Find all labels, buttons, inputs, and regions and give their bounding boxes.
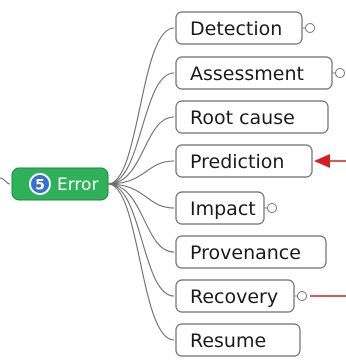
expand-toggle-icon[interactable] [267,203,277,213]
priority-badge-icon [29,173,51,195]
root-node-error[interactable]: 5 Error [11,167,109,201]
branch-lines [0,27,175,341]
branch-line-recovery [107,183,175,297]
branch-line-assessment [107,72,175,185]
branch-line-root-cause [107,116,175,185]
topic-node-box [175,323,301,357]
topic-node-impact[interactable]: Impact [175,191,277,225]
topic-node-recovery[interactable]: Recovery [175,279,307,313]
expand-toggle-icon[interactable] [305,23,315,33]
branch-line-detection [107,27,175,185]
topic-node-prediction[interactable]: Prediction [175,144,313,178]
topic-node-box [175,235,327,269]
relationship-arrowhead-prediction [314,154,330,168]
expand-toggle-icon[interactable] [297,291,307,301]
topic-node-detection[interactable]: Detection [175,11,315,45]
topic-node-label: Recovery [190,286,278,308]
priority-badge-number: 5 [35,178,45,194]
topic-node-label: Prediction [190,151,284,173]
topic-node-label: Root cause [190,107,295,129]
topic-node-box [175,144,313,178]
topic-node-resume[interactable]: Resume [175,323,301,357]
parent-branch-stub [0,177,11,185]
relationship-lines [310,154,346,297]
branch-line-impact [107,183,175,209]
expand-toggle-icon[interactable] [335,68,345,78]
root-node-label: Error [57,175,98,195]
topic-node-label: Provenance [190,242,301,264]
topic-node-label: Assessment [190,63,304,85]
branch-line-prediction [107,160,175,185]
topic-node-provenance[interactable]: Provenance [175,235,327,269]
topic-node-label: Detection [190,18,282,40]
branch-line-provenance [107,183,175,253]
topic-node-box [175,100,329,134]
topic-node-label: Resume [190,330,266,352]
topic-node-label: Impact [190,198,256,220]
branch-line-resume [107,183,175,341]
topic-node-assessment[interactable]: Assessment [175,56,345,90]
topic-node-root-cause[interactable]: Root cause [175,100,329,134]
